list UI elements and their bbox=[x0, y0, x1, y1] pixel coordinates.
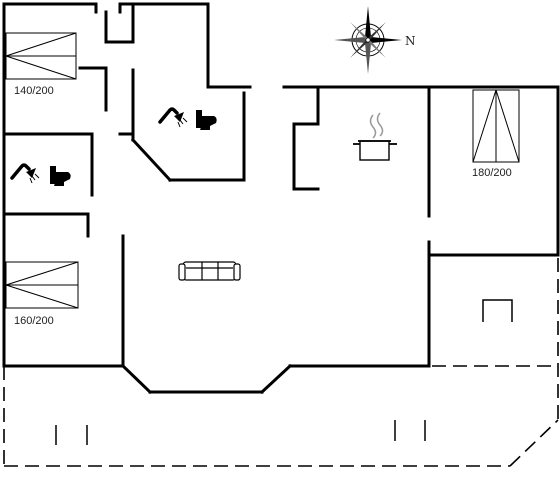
walls bbox=[2, 2, 560, 395]
shower-icon bbox=[158, 107, 189, 129]
bed-size-label-160: 160/200 bbox=[14, 315, 54, 327]
bed-icon bbox=[5, 32, 77, 80]
shower-icon bbox=[10, 163, 41, 185]
bed-size-label-140: 140/200 bbox=[14, 85, 54, 97]
terrace-table-icon bbox=[482, 299, 513, 322]
cooking-pot-icon bbox=[353, 112, 397, 161]
terrace-outline bbox=[3, 258, 559, 467]
toilet-icon bbox=[50, 166, 71, 186]
bed-icon bbox=[5, 261, 79, 309]
toilet-icon bbox=[196, 110, 217, 130]
compass-rose-icon bbox=[334, 6, 402, 74]
sofa-icon bbox=[178, 261, 241, 281]
terrace-posts bbox=[55, 420, 426, 445]
bed-icon bbox=[472, 89, 520, 163]
bed-size-label-180: 180/200 bbox=[472, 167, 512, 179]
compass-north-label: N bbox=[405, 34, 416, 48]
